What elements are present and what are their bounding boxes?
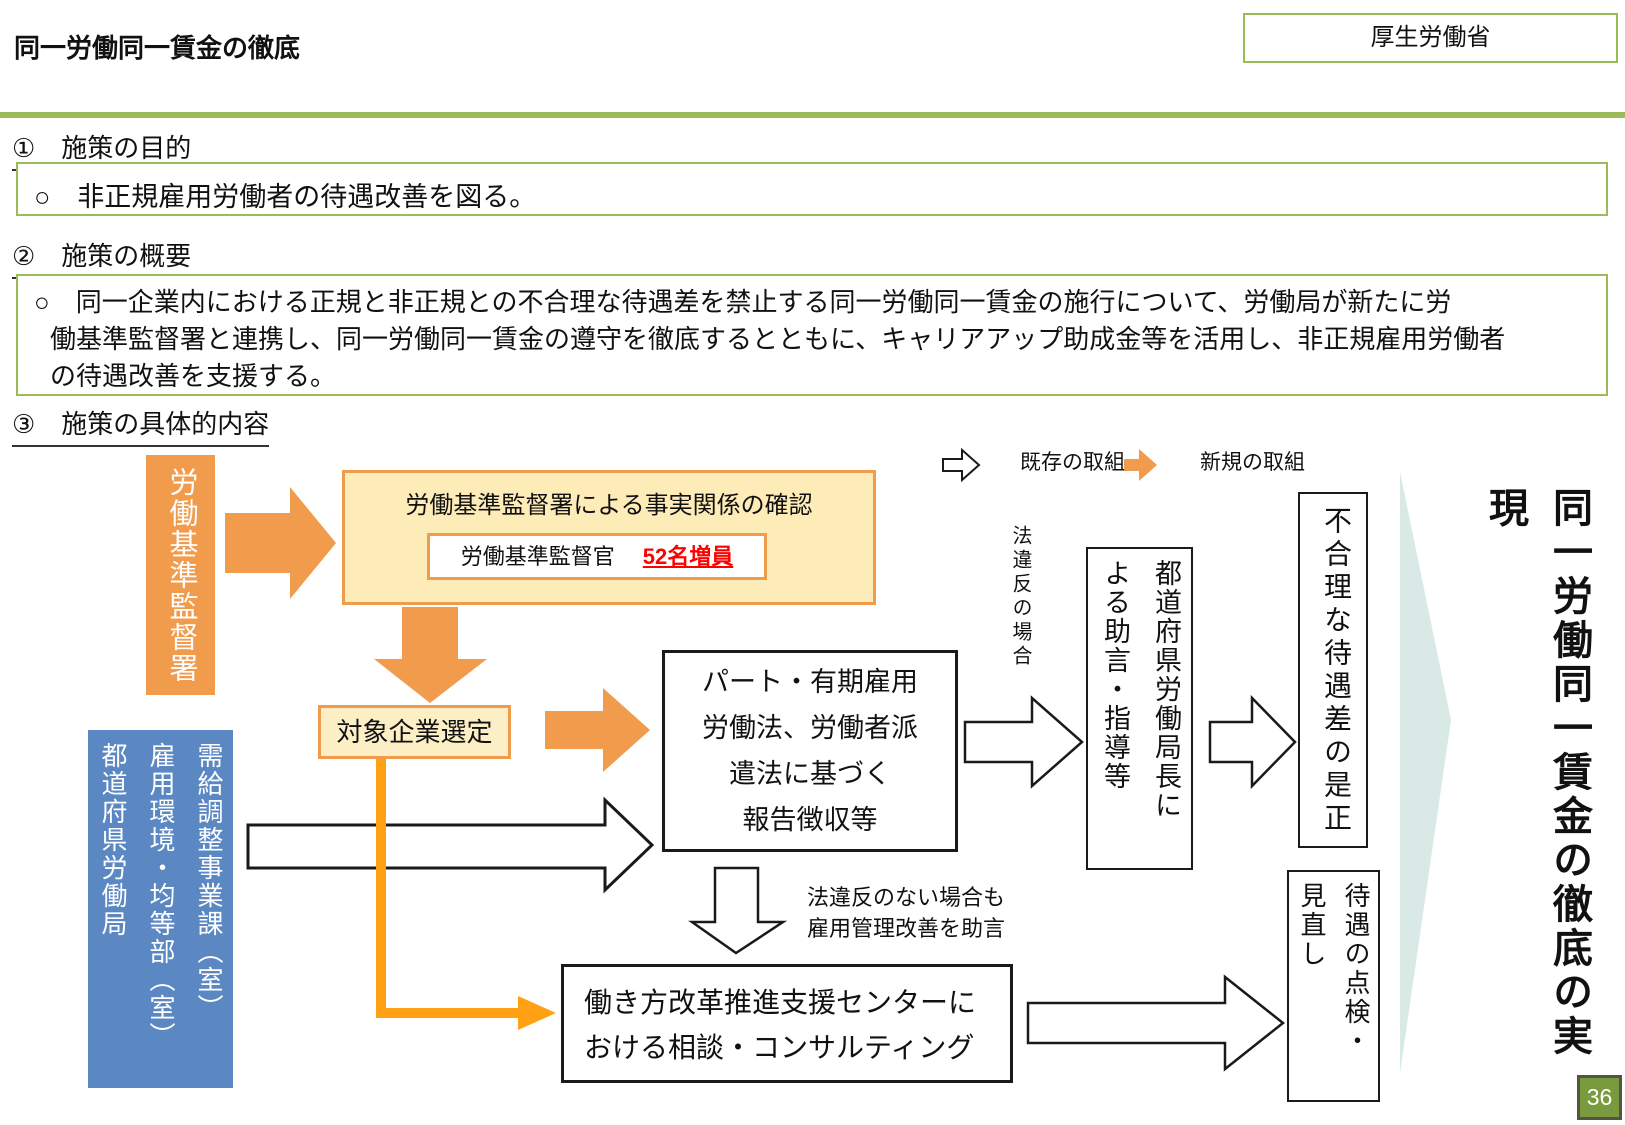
staff-increase-highlight: 52名増員 (642, 544, 734, 569)
orange-connector-arrowhead-icon (518, 996, 556, 1030)
section2-line: の待遇改善を支援する。 (50, 361, 337, 391)
treatment-review-box: 待遇の点検・ 見直し (1287, 870, 1380, 1102)
inspector-increase-box: 労働基準監督官 52名増員 (427, 533, 767, 580)
support-center-line: 働き方改革推進支援センターに (584, 987, 977, 1018)
no-violation-note: 法違反のない場合も 雇用管理改善を助言 (807, 882, 1005, 944)
violation-case-label: 法違反の場合 (1009, 525, 1031, 669)
section2-line: 働基準監督署と連携し、同一労働同一賃金の遵守を徹底するとともに、キャリアアップ助… (50, 324, 1506, 354)
no-violation-note-line: 雇用管理改善を助言 (807, 916, 1006, 941)
section1-box: ○ 非正規雇用労働者の待遇改善を図る。 (16, 162, 1608, 216)
existing-initiative-arrow-icon (942, 447, 981, 483)
goal-chevron-shape (1400, 472, 1451, 1073)
white-arrow-right-icon (963, 695, 1084, 789)
advice-guidance-column: よる助言・指導等 (1100, 559, 1130, 791)
legend-existing-label: 既存の取組 (1020, 451, 1125, 474)
orange-connector-horizontal (376, 1008, 518, 1018)
advice-guidance-box: 都道府県労働局長に よる助言・指導等 (1086, 547, 1193, 870)
orange-arrow-right-icon (225, 487, 336, 599)
goal-statement: 同一労働同一賃金の徹底の実現 (1483, 487, 1591, 1059)
fact-check-title: 労働基準監督署による事実関係の確認 (405, 492, 813, 519)
report-collection-line: 報告徴収等 (742, 805, 878, 835)
section2-box: ○ 同一企業内における正規と非正規との不合理な待遇差を禁止する同一労働同一賃金の… (16, 274, 1608, 396)
target-company-selection-box: 対象企業選定 (318, 705, 511, 759)
support-center-box: 働き方改革推進支援センターに おける相談・コンサルティング (561, 964, 1013, 1083)
advice-guidance-column: 都道府県労働局長に (1151, 559, 1181, 820)
report-collection-line: パート・有期雇用 (702, 667, 918, 697)
labor-standards-office-box: 労働基準監督署 (146, 455, 215, 695)
prefectural-labor-bureau-box: 需給調整事業課（室） 雇用環境・均等部（室） 都道府県労働局 (88, 730, 233, 1088)
treatment-review-column: 見直し (1297, 882, 1327, 969)
orange-arrow-down-icon (374, 607, 487, 703)
orange-arrow-right-icon (545, 688, 650, 772)
bureau-column: 都道府県労働局 (98, 742, 128, 938)
inspector-label: 労働基準監督官 (460, 544, 615, 569)
report-collection-box: パート・有期雇用 労働法、労働者派 遣法に基づく 報告徴収等 (662, 650, 958, 852)
orange-connector-vertical (376, 758, 386, 1018)
legend-new-label: 新規の取組 (1200, 451, 1305, 474)
no-violation-note-line: 法違反のない場合も (807, 885, 1006, 910)
correction-box: 不合理な待遇差の是正 (1298, 492, 1368, 848)
support-center-line: おける相談・コンサルティング (584, 1032, 975, 1063)
page-number-badge: 36 (1577, 1075, 1622, 1120)
report-collection-line: 遣法に基づく (729, 759, 891, 789)
bureau-column: 需給調整事業課（室） (194, 742, 224, 1022)
white-arrow-right-icon (1208, 694, 1297, 790)
ministry-badge: 厚生労働省 (1243, 13, 1618, 63)
section2-heading: ② 施策の概要 (12, 236, 192, 279)
white-arrow-right-icon (246, 796, 655, 894)
new-initiative-arrow-icon (1124, 449, 1157, 481)
page-title: 同一労働同一賃金の徹底 (14, 33, 301, 63)
section1-body: ○ 非正規雇用労働者の待遇改善を図る。 (34, 182, 537, 212)
section2-line: ○ 同一企業内における正規と非正規との不合理な待遇差を禁止する同一労働同一賃金の… (34, 287, 1452, 317)
bureau-column: 雇用環境・均等部（室） (146, 742, 176, 1050)
header-divider (0, 112, 1625, 118)
treatment-review-column: 待遇の点検・ (1341, 882, 1371, 1056)
white-arrow-down-icon (688, 866, 788, 955)
report-collection-line: 労働法、労働者派 (702, 713, 918, 743)
white-arrow-right-icon (1026, 974, 1286, 1072)
section3-heading: ③ 施策の具体的内容 (12, 404, 270, 447)
